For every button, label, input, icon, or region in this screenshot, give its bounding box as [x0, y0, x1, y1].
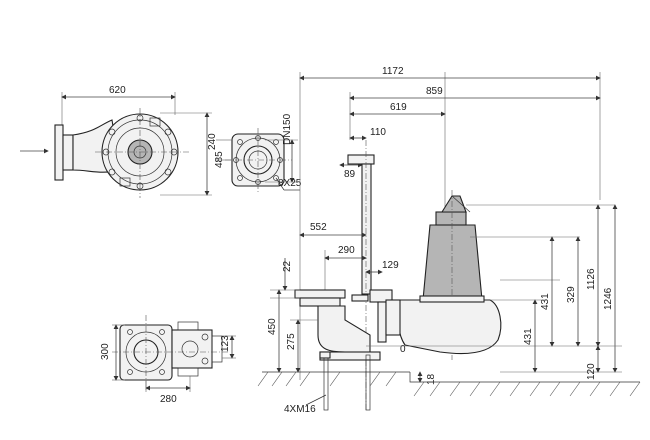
dim-89: 89	[344, 169, 356, 180]
dim-120: 120	[586, 363, 597, 380]
dim-329: 329	[566, 286, 577, 303]
dim-0: 0	[400, 344, 406, 355]
dim-22: 22	[282, 260, 293, 272]
dim-129: 129	[382, 260, 399, 271]
top-view-pump: 620 485	[20, 85, 225, 198]
dim-300: 300	[100, 343, 111, 360]
dim-1126: 1126	[586, 268, 597, 290]
dim-552: 552	[310, 222, 327, 233]
dim-619: 619	[390, 102, 407, 113]
dim-275: 275	[286, 333, 297, 350]
dim-431-lower: 431	[523, 328, 534, 345]
dim-431-upper: 431	[540, 293, 551, 310]
dim-290: 290	[338, 245, 355, 256]
dim-1246: 1246	[603, 287, 614, 310]
side-view-pump: 1172 859 619 110 89 552 290 129	[257, 66, 641, 415]
dim-450: 450	[267, 318, 278, 335]
base-plan-view: 300 280 123	[100, 315, 236, 405]
dim-620: 620	[109, 85, 126, 96]
dim-485: 485	[214, 151, 225, 168]
dim-18: 18	[426, 373, 437, 385]
dim-859: 859	[426, 86, 443, 97]
label-8x25: 8X25	[278, 178, 302, 189]
dim-1172: 1172	[382, 66, 404, 77]
dim-123: 123	[220, 335, 231, 352]
dim-110: 110	[370, 127, 386, 138]
label-dn150: DN150	[282, 113, 293, 145]
label-4xm16: 4XM16	[284, 404, 316, 415]
flange-view: 240 DN150 8X25	[207, 113, 302, 192]
dim-280: 280	[160, 394, 177, 405]
dim-240: 240	[207, 133, 218, 150]
